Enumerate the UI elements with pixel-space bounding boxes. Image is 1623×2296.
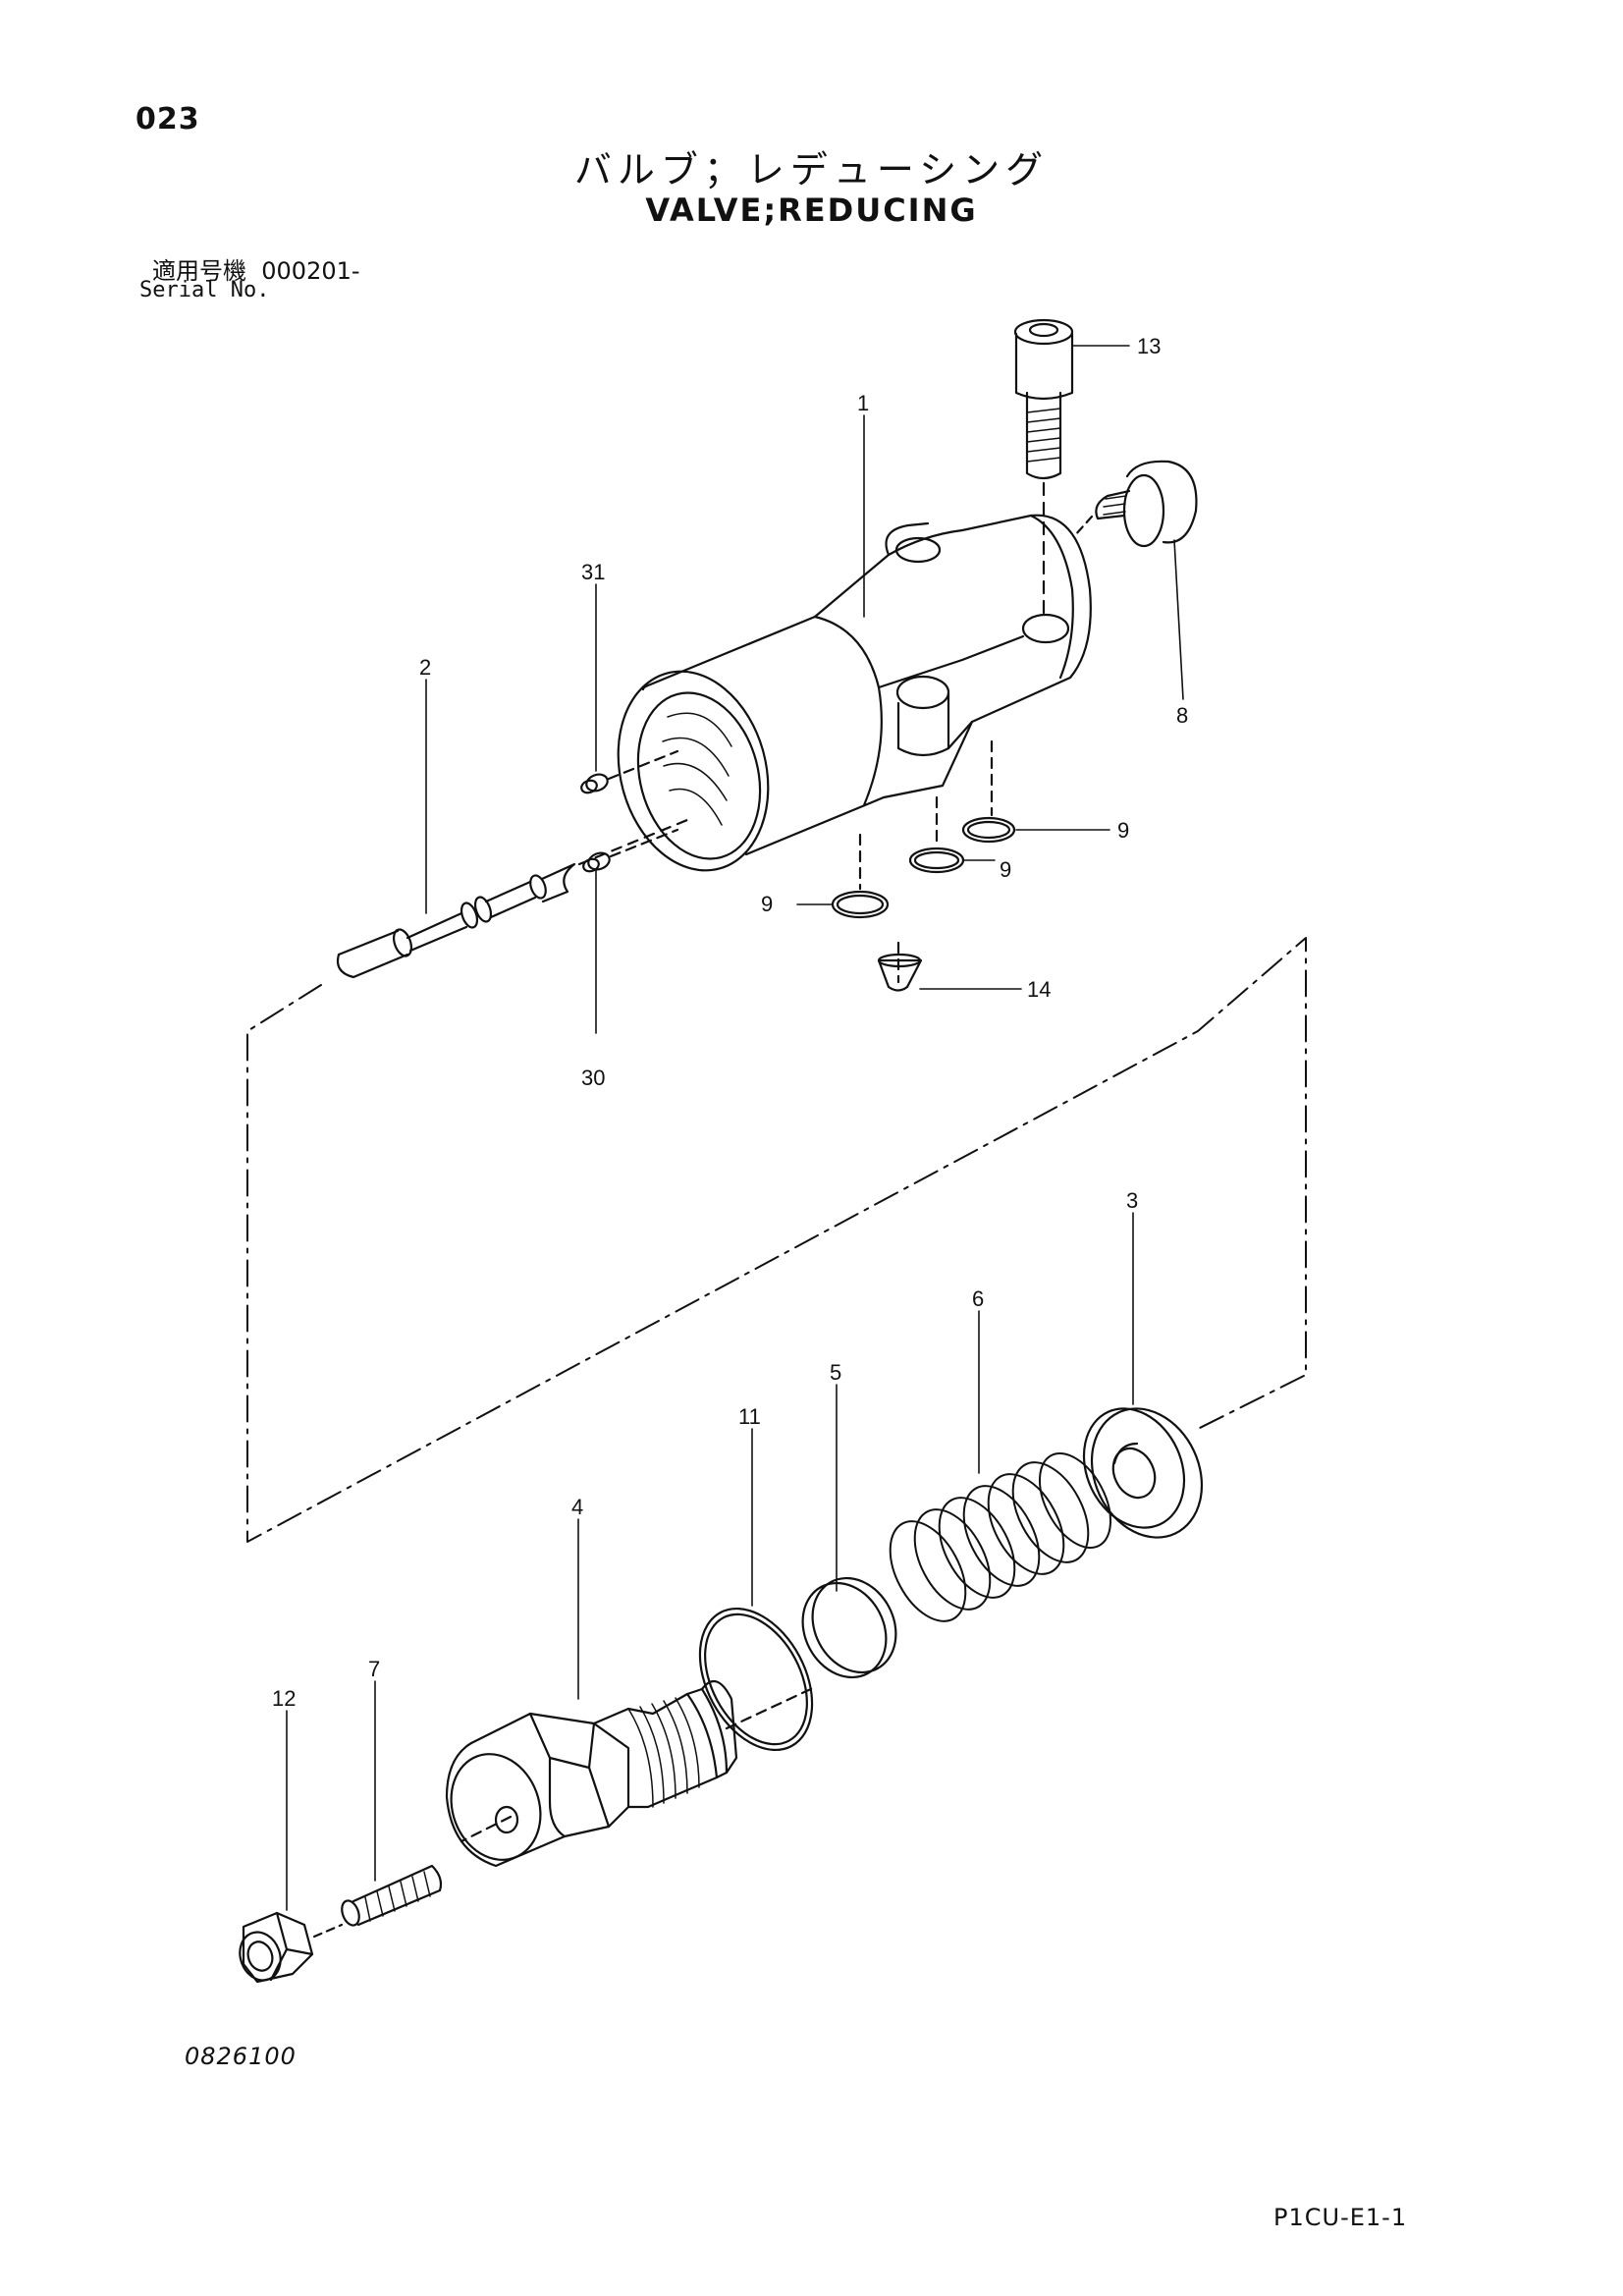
callout-4: 4 [571, 1495, 583, 1519]
assembly-outline [246, 937, 1307, 1543]
serial-label-en: Serial No. [139, 278, 270, 302]
part-5-disc [801, 1576, 897, 1679]
callout-8: 8 [1176, 703, 1188, 728]
part-9-orings [831, 739, 1016, 919]
part-6-spring [889, 1451, 1112, 1622]
callout-3: 3 [1126, 1188, 1138, 1213]
part-30-plug [582, 828, 679, 873]
callout-9b: 9 [1000, 857, 1011, 882]
page-code: P1CU-E1-1 [1273, 2204, 1408, 2231]
callout-30: 30 [581, 1066, 605, 1090]
callout-6: 6 [972, 1286, 984, 1311]
part-4-housing [445, 1679, 817, 1868]
part-31-plug [580, 749, 679, 794]
title-english: VALVE;REDUCING [645, 191, 978, 229]
callout-1: 1 [857, 391, 869, 415]
part-11-oring [698, 1607, 814, 1752]
part-13-bolt [1013, 318, 1074, 621]
callout-9a: 9 [1117, 818, 1129, 843]
callout-14: 14 [1027, 977, 1051, 1002]
title-japanese: バルブ；レデューシング [573, 148, 1050, 191]
callout-13: 13 [1137, 334, 1161, 358]
callout-12: 12 [272, 1686, 296, 1711]
callout-5: 5 [830, 1360, 841, 1385]
callout-9c: 9 [761, 892, 773, 916]
part-12-nut [239, 1911, 344, 1984]
serial-value: 000201- [261, 257, 360, 285]
part-14-screw [877, 941, 923, 992]
page-number: 023 [135, 102, 200, 137]
serial-label-jp: 適用号機 [152, 257, 246, 285]
part-8-plug [1073, 460, 1198, 548]
part-7-screw [341, 1864, 443, 1927]
drawing-number: 0826100 [185, 2043, 297, 2070]
callout-labels: 13 1 31 2 8 9 9 9 14 30 3 6 5 11 4 7 12 [272, 334, 1188, 1711]
callout-2: 2 [419, 655, 431, 680]
callout-31: 31 [581, 560, 605, 584]
part-3-seat [1082, 1407, 1204, 1539]
part-2-spool [336, 818, 689, 979]
callout-11: 11 [738, 1404, 761, 1429]
callout-7: 7 [368, 1657, 380, 1681]
leader-lines [286, 345, 1184, 1911]
part-1-valve-body [617, 514, 1092, 872]
serial-applicable-line: 適用号機 000201- [152, 251, 360, 286]
